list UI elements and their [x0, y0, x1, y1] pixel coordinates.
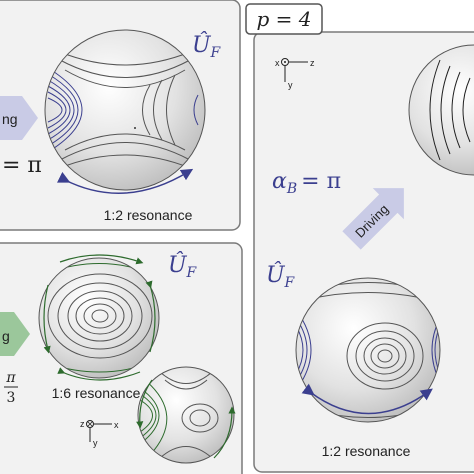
fraction-denominator: 3 — [7, 390, 16, 406]
rotation-arrow-top-left — [56, 168, 194, 194]
phase-sphere-right — [295, 277, 441, 423]
rotation-arrow-right — [301, 383, 433, 415]
green-arrow-top — [59, 254, 144, 265]
alpha-equation: αB= π — [272, 169, 341, 197]
phase-sphere-bottom-left — [38, 257, 160, 379]
alpha-equation-partial: = π — [2, 153, 42, 178]
phase-sphere-right-partial — [408, 44, 474, 176]
green-arrow-partial-label: g — [2, 328, 10, 344]
green-arrow-left — [43, 284, 51, 354]
axis-x-label: x — [114, 420, 119, 430]
driving-arrow-partial-label: ng — [2, 111, 18, 127]
green-arrow-right — [145, 280, 156, 353]
green-arrow-bottom — [57, 367, 141, 381]
resonance-label-bottom-left: 1:6 resonance — [52, 385, 141, 401]
green-arrow-partial — [0, 312, 30, 356]
axis-glyph-right: x z y — [275, 58, 315, 90]
operator-label-bottom-left: ÛF — [168, 251, 198, 281]
axis-z-label: z — [80, 419, 85, 429]
phase-sphere-top-left — [44, 29, 206, 191]
resonance-label-top-left: 1:2 resonance — [104, 207, 193, 223]
operator-label-right: ÛF — [266, 261, 296, 291]
phase-sphere-bottom-small — [137, 366, 235, 464]
axis-y-label: y — [93, 438, 98, 448]
header-box — [245, 3, 323, 35]
driving-arrow-partial — [0, 96, 38, 140]
resonance-label-right: 1:2 resonance — [322, 443, 411, 459]
operator-label-top-left: ÛF — [192, 31, 222, 61]
fraction-numerator: π — [5, 370, 16, 386]
axis-y-label-right: y — [288, 80, 293, 90]
axis-glyph-bottom-left: z x y — [80, 419, 119, 448]
axis-z-label-right: z — [310, 58, 315, 68]
header-label: p = 4 — [257, 7, 312, 31]
axis-x-label-right: x — [275, 58, 280, 68]
